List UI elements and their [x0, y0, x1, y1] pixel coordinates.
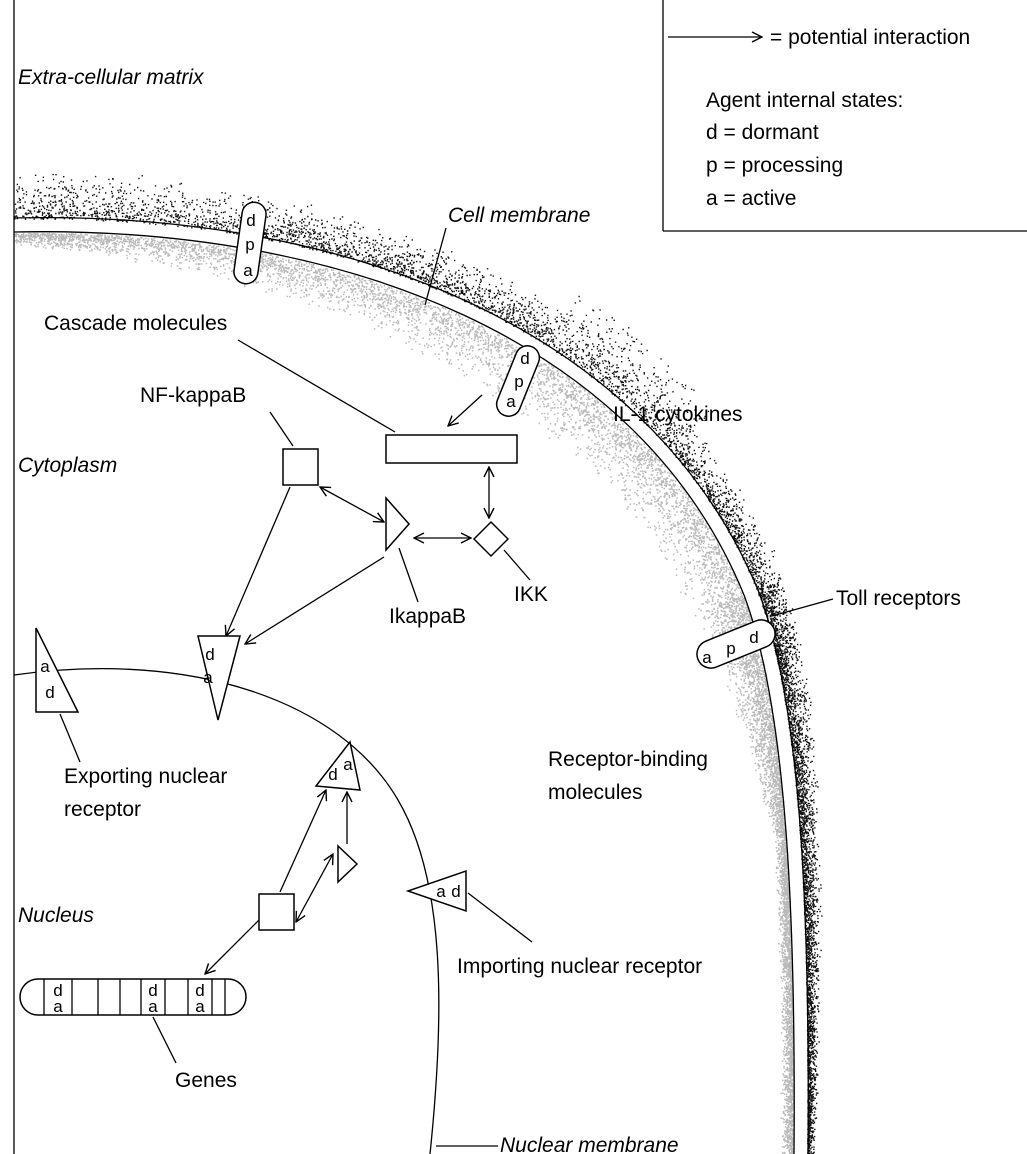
arrow-square-to-triangle	[280, 790, 326, 892]
label-toll: Toll receptors	[836, 587, 961, 610]
region-extracellular: Extra-cellular matrix	[18, 66, 205, 89]
nuclear-import-triangle-top: d a	[198, 636, 240, 720]
svg-text:a: a	[53, 997, 63, 1016]
svg-text:a: a	[243, 261, 253, 280]
nfkappab-square	[283, 449, 318, 485]
ikappab-triangle	[386, 498, 409, 550]
ikk-diamond	[474, 522, 508, 556]
arrow-nfkappab-to-import	[226, 487, 290, 636]
leader-cascade	[238, 340, 395, 432]
svg-text:a: a	[436, 882, 446, 901]
receptor-pill-middle: d p a	[493, 342, 543, 420]
label-receptor-binding-2: molecules	[548, 781, 643, 804]
legend: = potential interaction Agent internal s…	[663, 0, 1027, 231]
label-exporting-2: receptor	[64, 798, 141, 821]
label-importing: Importing nuclear receptor	[457, 955, 702, 978]
svg-text:a: a	[195, 997, 205, 1016]
legend-arrow-text: = potential interaction	[770, 26, 970, 49]
label-il1: IL-1 cytokines	[613, 403, 743, 426]
svg-text:a: a	[702, 648, 712, 667]
svg-text:d: d	[205, 645, 214, 664]
nuclear-triangle-right: d a	[316, 742, 360, 790]
legend-state-a: a = active	[706, 187, 796, 210]
svg-text:d: d	[749, 628, 758, 647]
svg-text:a: a	[343, 755, 353, 774]
label-ikk: IKK	[514, 583, 548, 606]
label-cell-membrane: Cell membrane	[448, 204, 590, 227]
svg-text:p: p	[245, 235, 254, 254]
label-receptor-binding-1: Receptor-binding	[548, 748, 708, 771]
svg-text:d: d	[451, 882, 460, 901]
legend-states-title: Agent internal states:	[706, 89, 903, 112]
arrow-receptor-to-cascade	[448, 395, 482, 426]
label-exporting-1: Exporting nuclear	[64, 765, 227, 788]
label-ikappab: IkappaB	[389, 605, 466, 628]
svg-text:d: d	[45, 683, 54, 702]
svg-text:a: a	[203, 668, 213, 687]
label-nfkappab: NF-kappaB	[140, 384, 246, 407]
leader-ikk	[504, 550, 530, 580]
importing-nuclear-receptor: a d	[408, 871, 466, 911]
label-nuclear-membrane: Nuclear membrane	[500, 1134, 679, 1154]
cytoplasm-stipple	[14, 233, 794, 1154]
leader-exporting	[60, 714, 80, 762]
arrow-square-to-genes	[205, 920, 259, 974]
grey-stipple-dots	[14, 233, 794, 1154]
svg-text:p: p	[514, 372, 523, 391]
genes-strip: d a d a d a	[20, 979, 246, 1016]
svg-text:d: d	[328, 765, 337, 784]
legend-state-d: d = dormant	[706, 121, 819, 144]
svg-text:a: a	[40, 657, 50, 676]
nucleus-nfkappab-square	[259, 894, 294, 930]
legend-state-p: p = processing	[706, 154, 843, 177]
label-genes: Genes	[175, 1069, 237, 1092]
svg-text:p: p	[726, 639, 735, 658]
nucleus-small-triangle	[338, 846, 357, 882]
arrow-square-small-triangle	[296, 854, 333, 922]
arrow-nfkappab-ikappab	[320, 487, 384, 522]
leader-toll	[772, 599, 833, 616]
region-nucleus: Nucleus	[18, 904, 94, 927]
cascade-molecule-box	[386, 435, 517, 463]
leader-ikappab	[399, 548, 418, 602]
leader-importing	[468, 893, 532, 942]
region-cytoplasm: Cytoplasm	[18, 454, 117, 477]
receptor-pill-top: d p a	[232, 201, 267, 286]
svg-text:a: a	[148, 997, 158, 1016]
arrow-ikappab-to-import	[245, 557, 384, 644]
svg-text:d: d	[520, 349, 529, 368]
label-cascade: Cascade molecules	[44, 312, 227, 335]
leader-genes	[153, 1017, 176, 1063]
svg-text:a: a	[506, 392, 516, 411]
leader-nfkappab	[270, 412, 293, 446]
svg-text:d: d	[246, 211, 255, 230]
